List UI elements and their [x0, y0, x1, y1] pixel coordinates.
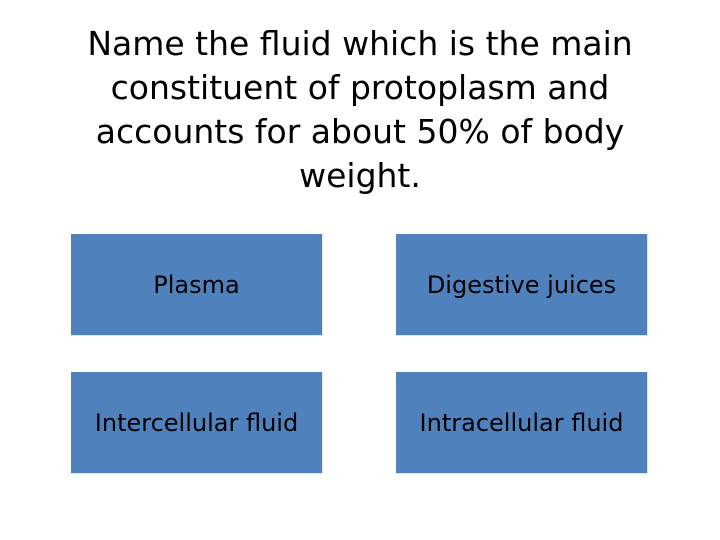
- answer-option-plasma[interactable]: Plasma: [71, 234, 323, 336]
- answer-option-intercellular-fluid[interactable]: Intercellular fluid: [71, 372, 323, 474]
- answer-option-digestive-juices[interactable]: Digestive juices: [396, 234, 648, 336]
- answer-option-label: Intercellular fluid: [94, 408, 299, 437]
- answer-option-label: Plasma: [153, 270, 240, 299]
- answer-option-intracellular-fluid[interactable]: Intracellular fluid: [396, 372, 648, 474]
- answer-option-label: Digestive juices: [426, 270, 617, 299]
- answer-option-label: Intracellular fluid: [419, 408, 624, 437]
- question-text: Name the fluid which is the main constit…: [87, 24, 633, 195]
